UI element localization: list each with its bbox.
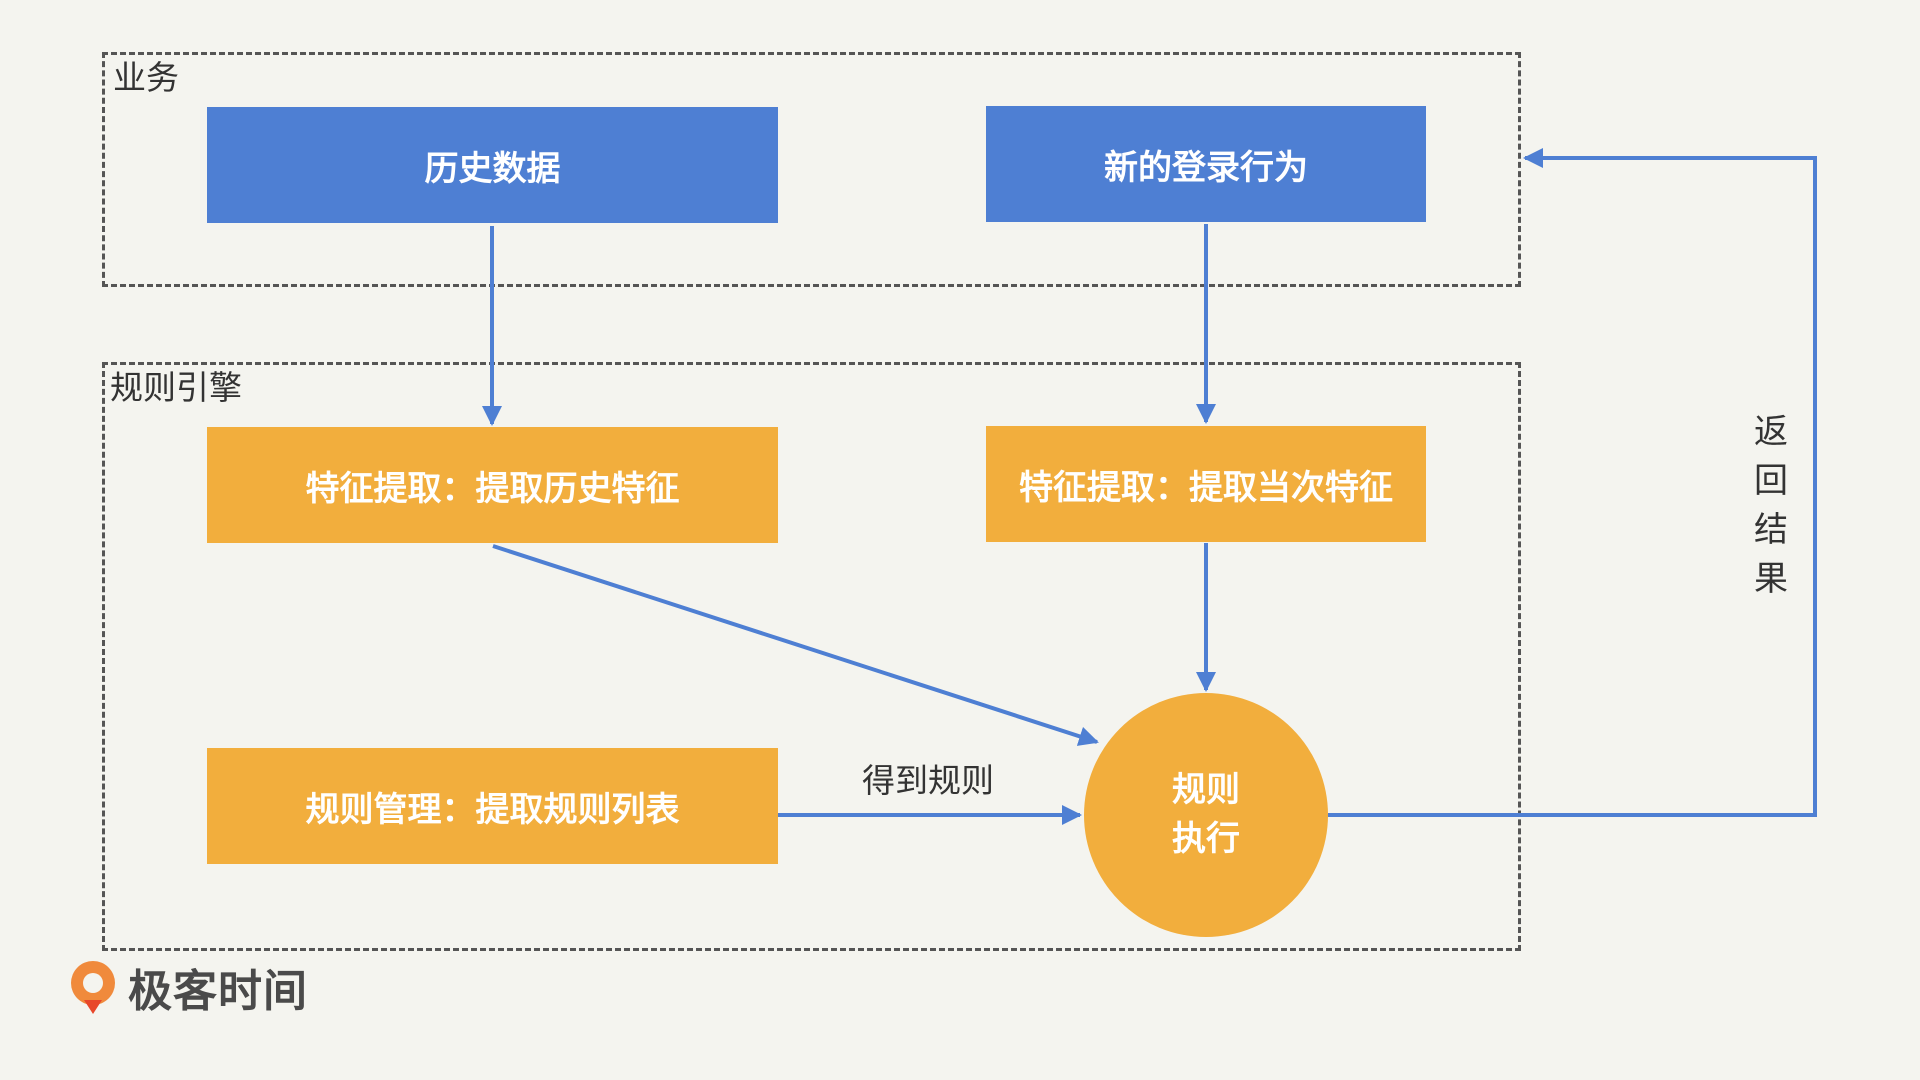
node-rule-management: 规则管理：提取规则列表 bbox=[207, 748, 778, 864]
geektime-logo-icon bbox=[71, 961, 115, 1014]
node-history-data: 历史数据 bbox=[207, 107, 778, 223]
node-new-login: 新的登录行为 bbox=[986, 106, 1426, 222]
node-history-data-label: 历史数据 bbox=[424, 148, 561, 189]
node-new-login-label: 新的登录行为 bbox=[1104, 147, 1308, 188]
edge-return-result bbox=[1328, 148, 1817, 817]
brand-logo: 极客时间 bbox=[64, 955, 308, 1019]
rule-engine-group-frame bbox=[102, 362, 1521, 951]
node-rule-management-label: 规则管理：提取规则列表 bbox=[305, 789, 680, 830]
node-rule-execution-line1: 规则 bbox=[1172, 769, 1240, 810]
edge-label-get-rules: 得到规则 bbox=[862, 761, 994, 800]
node-extract-current-label: 特征提取：提取当次特征 bbox=[1019, 467, 1393, 508]
business-group-label: 业务 bbox=[113, 58, 179, 97]
node-extract-history: 特征提取：提取历史特征 bbox=[207, 427, 778, 543]
edge-label-return-result: 返回结果 bbox=[1754, 412, 1788, 599]
business-group-frame bbox=[102, 52, 1521, 287]
node-extract-current: 特征提取：提取当次特征 bbox=[986, 426, 1426, 542]
node-extract-history-label: 特征提取：提取历史特征 bbox=[305, 468, 680, 509]
node-rule-execution: 规则 执行 bbox=[1084, 693, 1328, 937]
node-rule-execution-line2: 执行 bbox=[1172, 819, 1240, 859]
edge-history-feature-to-exec bbox=[492, 544, 1099, 746]
rule-engine-group-label: 规则引擎 bbox=[110, 368, 242, 407]
brand-logo-text: 极客时间 bbox=[128, 966, 308, 1017]
